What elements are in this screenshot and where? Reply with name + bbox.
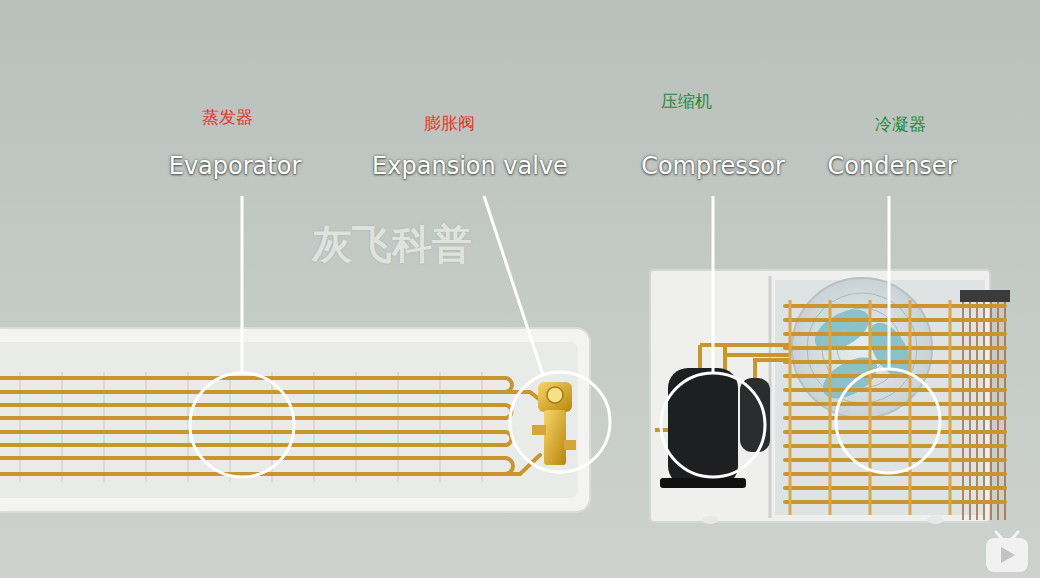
part-name: Compressor — [641, 153, 785, 181]
chinese-label: 压缩机 — [661, 92, 712, 112]
outdoor-unit — [650, 270, 1010, 524]
callout-circle — [661, 373, 765, 477]
indoor-unit — [0, 328, 590, 512]
callout-circle — [836, 369, 940, 473]
callout-circle — [510, 372, 610, 472]
expansion-valve — [532, 382, 576, 465]
watermark: 灰飞科普 — [312, 221, 472, 267]
leader-line — [484, 196, 543, 375]
leader-line — [241, 196, 244, 373]
compressor — [655, 345, 790, 488]
chinese-label: 冷凝器 — [875, 115, 926, 135]
logo-icon — [986, 532, 1028, 572]
leader-line — [888, 196, 891, 369]
callouts — [190, 196, 940, 477]
chinese-label: 蒸发器 — [202, 108, 253, 128]
callout-circle — [190, 373, 294, 477]
chinese-label: 膨胀阀 — [424, 114, 475, 134]
part-name: Condenser — [828, 153, 957, 181]
condenser — [785, 290, 1010, 520]
leader-line — [712, 196, 715, 373]
part-name: Evaporator — [169, 153, 302, 181]
part-name: Expansion valve — [372, 153, 568, 181]
